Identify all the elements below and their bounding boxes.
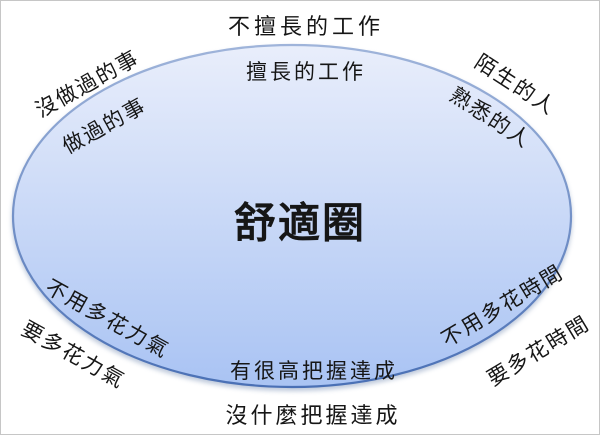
diagram-title: 舒適圈 bbox=[233, 199, 367, 247]
comfort-zone-ellipse bbox=[11, 43, 573, 389]
label-bottom-inner: 有很高把握達成 bbox=[230, 360, 398, 383]
label-top-inner: 擅長的工作 bbox=[246, 61, 366, 84]
label-bottom-outer: 沒什麼把握達成 bbox=[225, 403, 401, 428]
label-top-outer: 不擅長的工作 bbox=[227, 14, 385, 39]
